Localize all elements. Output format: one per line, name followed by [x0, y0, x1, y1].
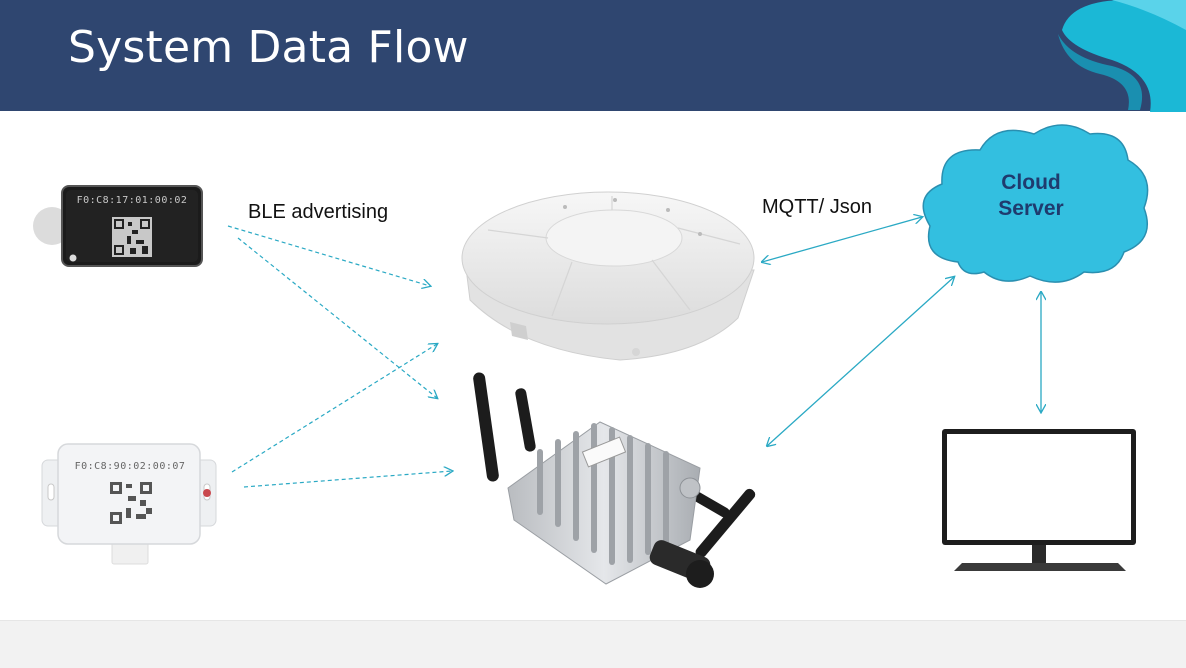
arrow-tag1-to-gateway — [237, 237, 437, 398]
cloud-label-line1: Cloud — [1001, 171, 1061, 194]
mqtt-arrows — [762, 217, 1041, 446]
corner-ribbon-logo — [1058, 0, 1186, 112]
qr-code-icon — [112, 217, 152, 257]
slide-title: System Data Flow — [68, 22, 469, 73]
cloud-label-line2: Server — [998, 197, 1064, 220]
arrow-gateway-cloud — [767, 277, 954, 446]
arrow-tag2-to-gateway — [243, 471, 452, 488]
cloud-server-icon — [922, 124, 1149, 283]
slide-footer — [0, 620, 1186, 668]
tag-bottom-id: F0:C8:90:02:00:07 — [74, 461, 186, 472]
ble-sensor-box — [41, 443, 217, 565]
cloud-server-label: Cloud Server — [968, 170, 1094, 222]
ble-advertising-arrows — [227, 225, 452, 488]
ble-tag-card — [33, 185, 203, 267]
ble-advertising-label: BLE advertising — [248, 201, 389, 223]
mqtt-json-label: MQTT/ Json — [762, 196, 873, 218]
qr-code-icon — [110, 482, 152, 524]
tag-top-id: F0:C8:17:01:00:02 — [76, 195, 188, 206]
arrow-receiver-cloud — [762, 217, 922, 262]
ble-receiver-dome — [461, 191, 755, 361]
title-bar: System Data Flow — [0, 0, 1186, 111]
gateway-router — [473, 372, 756, 588]
arrow-tag1-to-receiver — [227, 225, 430, 286]
arrow-tag2-to-receiver — [231, 344, 437, 473]
monitor-icon — [942, 429, 1136, 571]
